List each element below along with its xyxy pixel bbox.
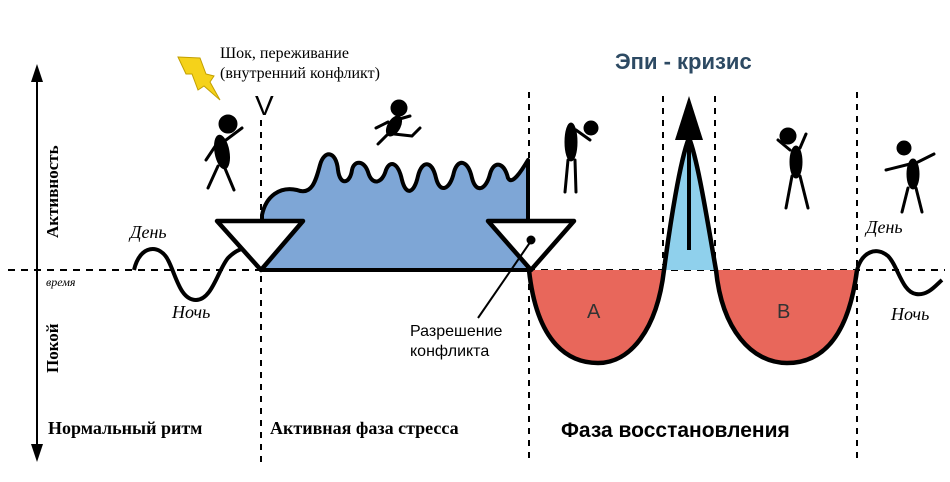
- time-label: время: [46, 275, 76, 289]
- crisis-arrow: [675, 96, 703, 250]
- day-label-right: День: [864, 217, 903, 237]
- resolution-pointer: [477, 240, 532, 319]
- phase-recovery-label: Фаза восстановления: [561, 419, 790, 442]
- axis-activity-label: Активность: [43, 145, 62, 238]
- normal-rhythm-wave-right: [855, 249, 944, 297]
- night-label-left: Ночь: [171, 302, 210, 322]
- shock-sublabel: (внутренний конфликт): [220, 65, 380, 82]
- axis-rest-label: Покой: [43, 323, 62, 373]
- resolution-triangle: [485, 218, 577, 273]
- shock-label: Шок, переживание: [220, 45, 349, 62]
- resolution-label-line2: конфликта: [410, 343, 489, 360]
- exhausted-figure-icon: [563, 120, 599, 194]
- phase-normal-label: Нормальный ритм: [48, 418, 202, 438]
- lightning-bolt-icon: [177, 56, 221, 101]
- shock-triangle: [214, 218, 306, 273]
- stress-phase-area: [260, 152, 530, 272]
- recovery-phase-a: [529, 270, 664, 363]
- thinking-figure-icon: [776, 127, 810, 210]
- normal-rhythm-wave-left: [132, 246, 253, 303]
- resolution-dot: [526, 235, 536, 245]
- vertical-axis: [31, 64, 43, 462]
- phase-active-label: Активная фаза стресса: [270, 418, 459, 438]
- epi-crisis-title: Эпи - кризис: [615, 49, 752, 74]
- day-label-left: День: [128, 222, 167, 242]
- distressed-figure-icon: [204, 114, 244, 192]
- night-label-right: Ночь: [890, 304, 929, 324]
- phase-a-label: A: [587, 301, 601, 323]
- resolution-label-line1: Разрешение: [410, 323, 503, 340]
- running-figure-icon: [374, 99, 422, 146]
- phase-b-label: B: [777, 301, 790, 323]
- waving-figure-icon: [884, 140, 936, 214]
- shock-marker: V: [255, 90, 274, 121]
- recovery-phase-b: [716, 270, 857, 363]
